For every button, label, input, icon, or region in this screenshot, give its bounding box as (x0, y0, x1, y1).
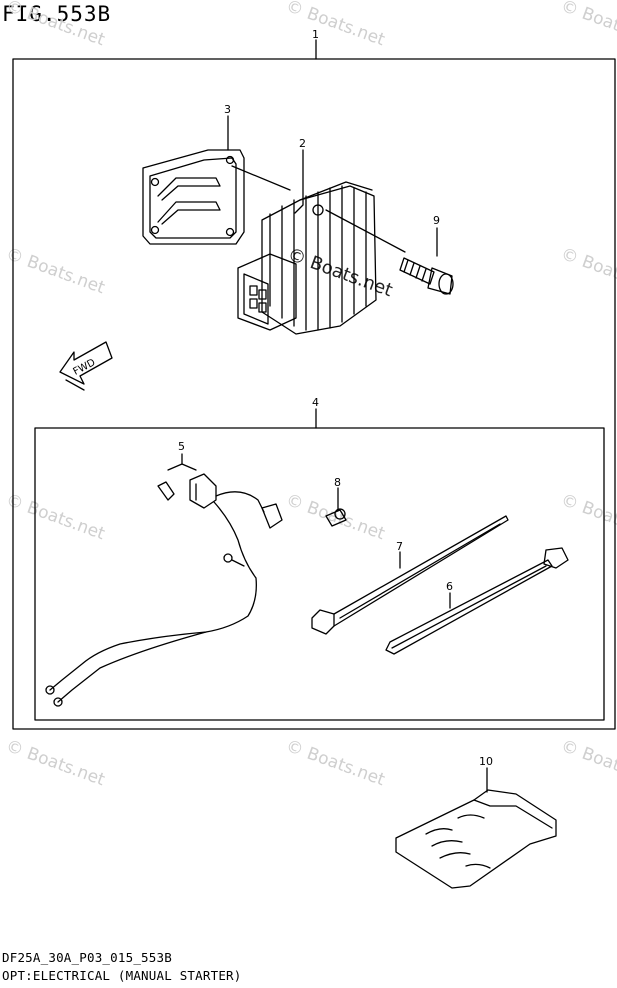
inner-frame (34, 427, 605, 721)
callout-5: 5 (178, 440, 185, 453)
callout-4: 4 (312, 396, 319, 409)
callout-9: 9 (433, 214, 440, 227)
rectifier-icon (237, 181, 377, 335)
callout-3: 3 (224, 103, 231, 116)
figure-title: FIG.553B (2, 2, 112, 26)
cable-tie-short-icon (385, 547, 569, 655)
outer-frame (12, 58, 616, 730)
callout-10: 10 (479, 755, 493, 768)
screw-icon (325, 508, 347, 527)
footer-caption: OPT:ELECTRICAL (MANUAL STARTER) (2, 968, 242, 983)
bolt-icon (399, 257, 454, 295)
callout-8: 8 (334, 476, 341, 489)
callout-2: 2 (299, 137, 306, 150)
wiring-harness-icon (45, 473, 283, 707)
instruction-bag-icon (395, 789, 557, 889)
callout-1: 1 (312, 28, 319, 41)
callout-6: 6 (446, 580, 453, 593)
footer-code: DF25A_30A_P03_015_553B (2, 950, 172, 965)
cable-tie-long-icon (311, 515, 509, 635)
bracket-icon (142, 149, 245, 245)
fwd-arrow-icon (59, 341, 113, 391)
callout-7: 7 (396, 540, 403, 553)
